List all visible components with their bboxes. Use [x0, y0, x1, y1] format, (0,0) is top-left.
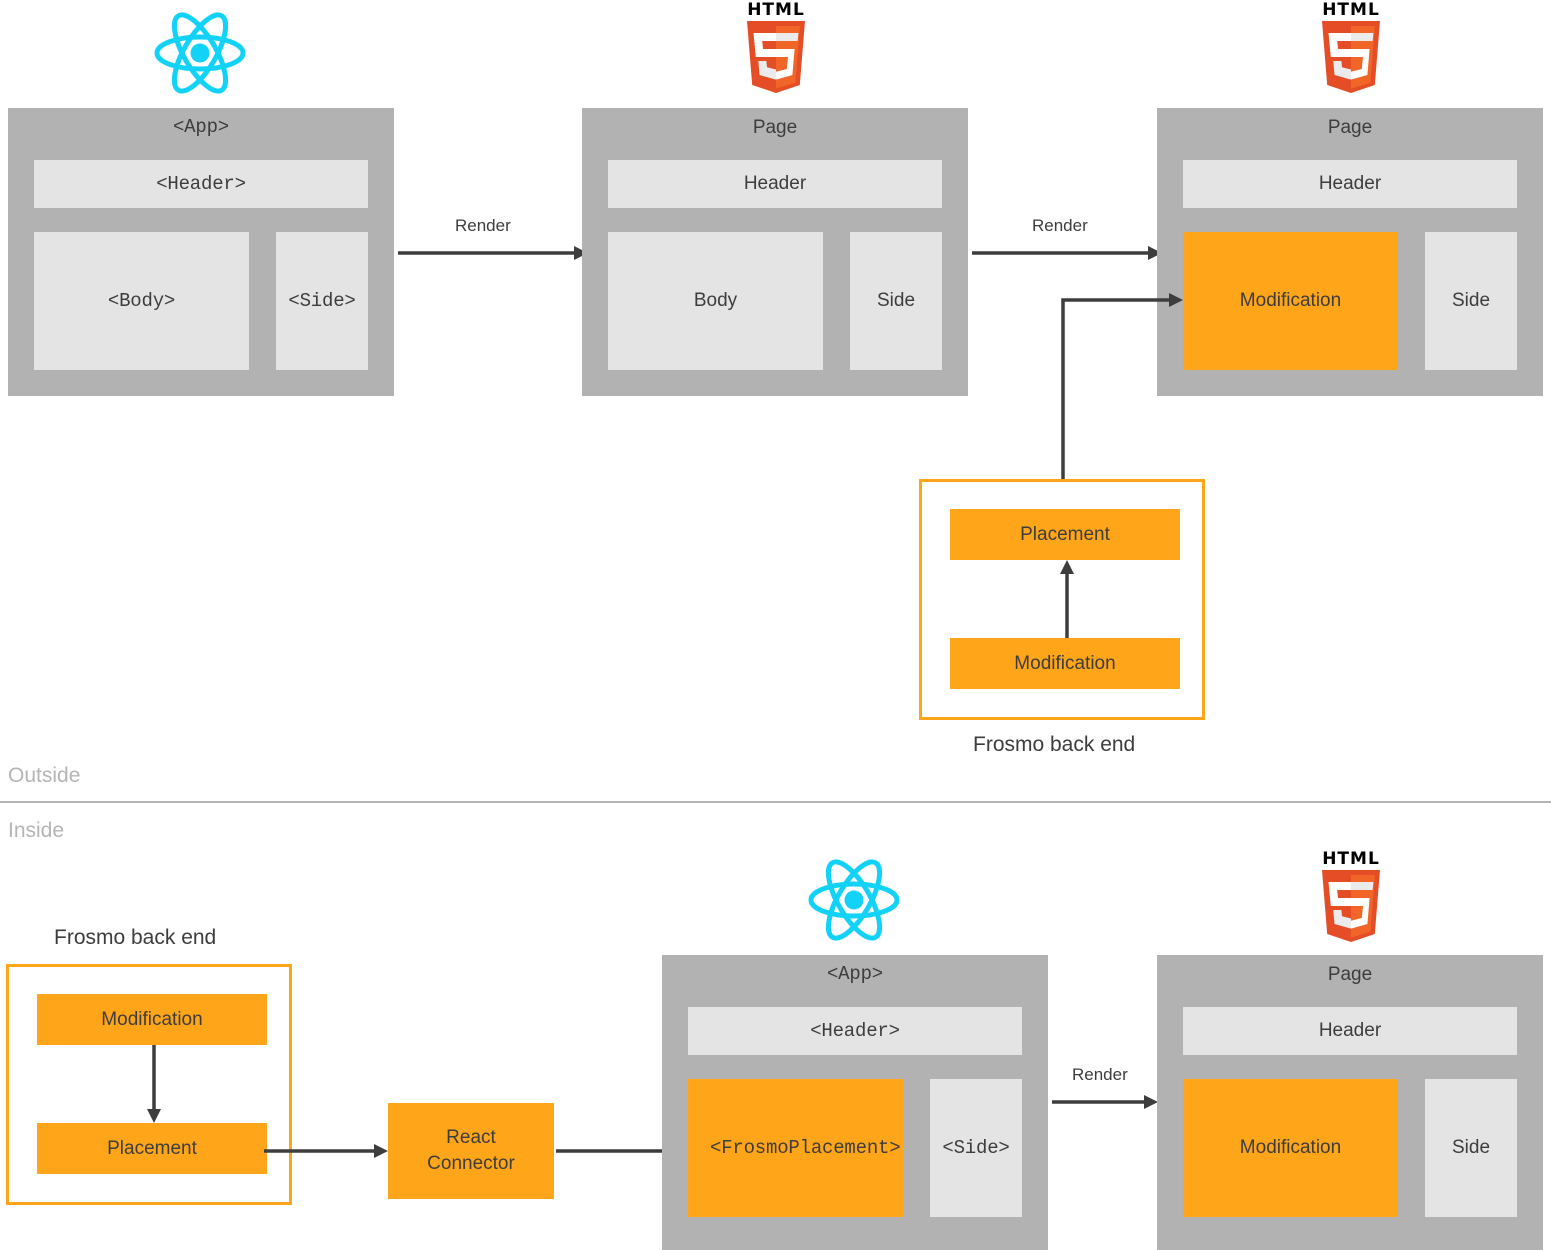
html5-wordmark: HTML: [1322, 849, 1380, 869]
react-connector-box: React Connector: [388, 1103, 554, 1199]
page-modification-slot: Modification: [1183, 1079, 1398, 1217]
render-arrow-label: Render: [455, 216, 511, 235]
html5-shield-icon: [747, 21, 805, 93]
app-component-frame: <App> <Header> <Body> <Side>: [8, 108, 394, 396]
app-frame-title: <App>: [826, 963, 883, 985]
render-arrow-label: Render: [1032, 216, 1088, 235]
page-modified-side-slot: Side: [1425, 232, 1517, 370]
connector-to-app-arrow: [556, 1144, 678, 1158]
app-component-frame-inside: <App> <Header> <FrosmoPlacement> <Side>: [662, 955, 1048, 1250]
html5-logo: HTML: [1308, 851, 1394, 946]
page-side-slot: Side: [1425, 1079, 1517, 1217]
react-logo: [804, 855, 904, 945]
frosmo-back-end-frame-inside: Modification Placement: [6, 964, 292, 1205]
html5-shield-icon: [1322, 870, 1380, 942]
render-arrow-label: Render: [1072, 1065, 1128, 1084]
page-modified-frame: Page Header Modification Side: [1157, 108, 1543, 396]
modification-to-placement-arrow: [147, 1045, 161, 1123]
page-plain-side-slot: Side: [850, 232, 942, 370]
react-connector-line2: Connector: [427, 1153, 515, 1174]
react-connector-line1: React: [446, 1127, 496, 1149]
page-plain-header-slot: Header: [608, 160, 942, 208]
app-side-slot: <Side>: [276, 232, 368, 370]
html5-logo: HTML: [1308, 2, 1394, 97]
modification-to-placement-arrow: [1060, 560, 1074, 638]
placement-to-modification-arrow: [1061, 293, 1183, 513]
zone-divider: [0, 801, 1551, 803]
frosmo-modification-box: Modification: [950, 638, 1180, 689]
app-header-slot: <Header>: [34, 160, 368, 208]
app-body-slot: <Body>: [34, 232, 249, 370]
page-plain-body-slot: Body: [608, 232, 823, 370]
page-header-slot: Header: [1183, 1007, 1517, 1055]
render-arrow-3: [1052, 1095, 1158, 1109]
page-modification-slot: Modification: [1183, 232, 1398, 370]
html5-wordmark: HTML: [747, 0, 805, 20]
placement-to-connector-arrow: [264, 1144, 388, 1158]
html5-wordmark: HTML: [1322, 0, 1380, 20]
frosmo-back-end-frame-outside: Placement Modification: [919, 479, 1205, 720]
page-plain-frame: Page Header Body Side: [582, 108, 968, 396]
app-side-slot: <Side>: [930, 1079, 1022, 1217]
page-plain-title: Page: [752, 117, 798, 138]
render-arrow-1: [398, 246, 588, 260]
zone-label-outside: Outside: [8, 764, 81, 787]
frosmo-placement-box: Placement: [37, 1123, 267, 1174]
frosmo-back-end-caption-outside: Frosmo back end: [973, 733, 1136, 756]
page-modified-frame-inside: Page Header Modification Side: [1157, 955, 1543, 1250]
react-logo: [150, 8, 250, 98]
app-header-slot: <Header>: [688, 1007, 1022, 1055]
frosmo-back-end-caption-inside: Frosmo back end: [54, 926, 217, 949]
zone-label-inside: Inside: [8, 819, 65, 842]
html5-shield-icon: [1322, 21, 1380, 93]
app-frame-title: <App>: [172, 116, 229, 138]
html5-logo: HTML: [733, 2, 819, 97]
page-title: Page: [1327, 964, 1373, 985]
page-modified-title: Page: [1327, 117, 1373, 138]
frosmo-placement-component-slot: <FrosmoPlacement>: [688, 1079, 903, 1217]
render-arrow-2: [972, 246, 1162, 260]
page-modified-header-slot: Header: [1183, 160, 1517, 208]
frosmo-placement-box: Placement: [950, 509, 1180, 560]
frosmo-modification-box: Modification: [37, 994, 267, 1045]
